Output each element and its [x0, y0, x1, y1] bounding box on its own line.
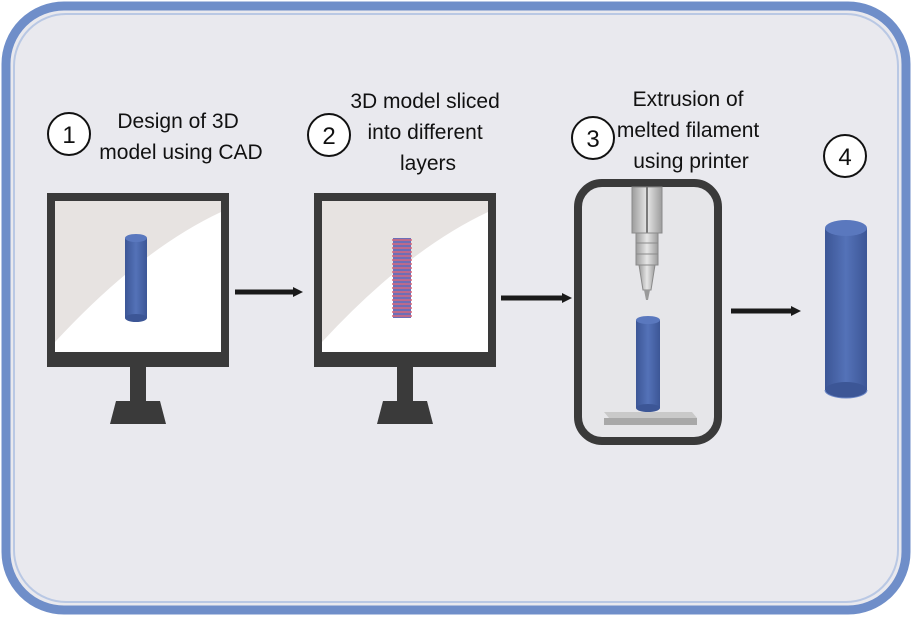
step-1-caption-line-1: Design of 3D: [117, 110, 238, 133]
step-3-number-badge: 3: [571, 116, 615, 160]
step-2-caption-line-1: 3D model sliced: [350, 90, 499, 113]
step-2-caption: 3D model sliced into different layers: [350, 90, 505, 175]
printed-cylinder: [636, 316, 660, 412]
step-1-number: 1: [62, 122, 75, 149]
printer-enclosure: [574, 179, 722, 445]
screen-glare: [322, 201, 488, 342]
step-1: 1 Design of 3D model using CAD: [47, 110, 263, 424]
step-4-number-badge: 4: [823, 134, 867, 178]
cad-cylinder-model: [125, 234, 147, 322]
cad-monitor: [47, 193, 229, 424]
monitor-base: [110, 401, 166, 424]
monitor-neck: [130, 367, 146, 401]
step-2: 2 3D model sliced into different layers: [307, 90, 505, 424]
sliced-cylinder-model: [392, 238, 412, 318]
extruder-nozzle: [631, 186, 663, 300]
monitor-base: [377, 401, 433, 424]
step-3: 3 Extrusion of melted filament using pri…: [571, 88, 765, 445]
step-4-number: 4: [838, 144, 851, 171]
step-3-number: 3: [586, 126, 599, 153]
step-1-caption-line-2: model using CAD: [99, 141, 262, 164]
diagram-panel-inner-edge: [13, 13, 899, 603]
step-3-caption-line-2: melted filament: [617, 119, 760, 142]
build-plate: [604, 412, 697, 425]
step-3-caption: Extrusion of melted filament using print…: [617, 88, 765, 173]
step-3-caption-line-1: Extrusion of: [633, 88, 744, 111]
step-1-number-badge: 1: [47, 112, 91, 156]
screen-glare: [55, 201, 221, 342]
step-2-number: 2: [322, 123, 335, 150]
monitor-neck: [397, 367, 413, 401]
step-4: 4: [823, 134, 868, 399]
step-3-caption-line-3: using printer: [633, 150, 749, 173]
slicer-monitor: [314, 193, 496, 424]
step-2-caption-line-2: into different: [367, 121, 482, 144]
step-2-number-badge: 2: [307, 113, 351, 157]
3d-printer: [574, 179, 722, 445]
step-2-caption-line-3: layers: [400, 152, 456, 175]
step-1-caption: Design of 3D model using CAD: [99, 110, 262, 164]
final-printed-cylinder: [824, 220, 868, 399]
